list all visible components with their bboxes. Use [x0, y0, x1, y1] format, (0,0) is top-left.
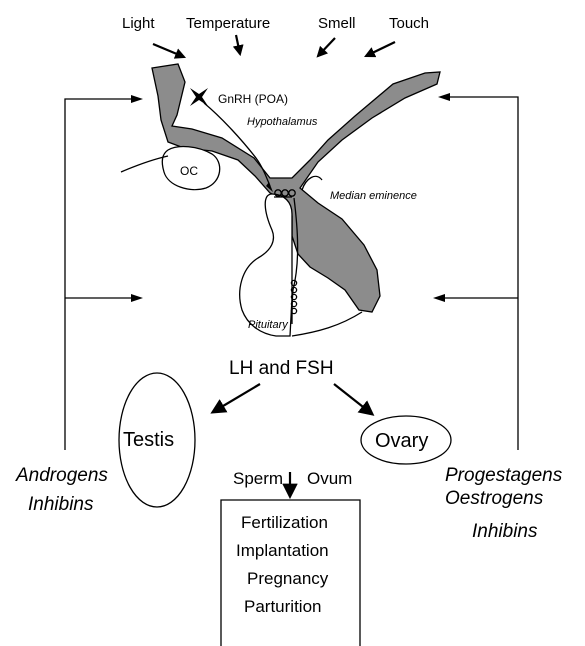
sperm-label: Sperm: [233, 469, 283, 488]
ovary-label: Ovary: [375, 430, 428, 452]
stimulus-smell: Smell: [318, 15, 356, 32]
left-feedback-androgens: Androgens: [15, 465, 108, 486]
gnrh-label: GnRH (POA): [218, 92, 288, 106]
right-feedback-line: [441, 97, 518, 450]
testis-label: Testis: [123, 429, 174, 451]
optic-nerve: [121, 156, 168, 172]
temperature-arrow: [236, 35, 240, 54]
pituitary-label: Pituitary: [248, 319, 289, 331]
left-feedback-arrowhead-top: [131, 95, 143, 103]
ovum-label: Ovum: [307, 469, 352, 488]
hypothalamus-label: Hypothalamus: [247, 116, 318, 128]
stimulus-light: Light: [122, 15, 155, 32]
right-feedback-inhibins: Inhibins: [472, 521, 538, 542]
touch-arrow: [366, 42, 395, 56]
outcome-pregnancy: Pregnancy: [247, 569, 329, 588]
lh-fsh-label: LH and FSH: [229, 358, 334, 379]
outcome-parturition: Parturition: [244, 597, 321, 616]
pituitary: [240, 194, 292, 336]
right-feedback-oestrogens: Oestrogens: [445, 488, 544, 509]
testis-arrow: [213, 384, 260, 412]
stimulus-touch: Touch: [389, 15, 429, 32]
ovary-arrow: [334, 384, 372, 414]
median-eminence-label: Median eminence: [330, 190, 417, 202]
light-arrow: [153, 44, 184, 57]
left-feedback-arrowhead-mid: [131, 294, 143, 302]
left-feedback-inhibins: Inhibins: [28, 494, 94, 515]
right-feedback-progestagens: Progestagens: [445, 465, 563, 486]
right-feedback-arrowhead-top: [438, 93, 450, 101]
outcome-implantation: Implantation: [236, 541, 329, 560]
pituitary-posterior-outline: [292, 312, 362, 336]
outcome-fertilization: Fertilization: [241, 513, 328, 532]
stimulus-temperature: Temperature: [186, 15, 270, 32]
right-feedback-arrowhead-mid: [433, 294, 445, 302]
smell-arrow: [318, 38, 335, 56]
oc-label: OC: [180, 164, 198, 178]
